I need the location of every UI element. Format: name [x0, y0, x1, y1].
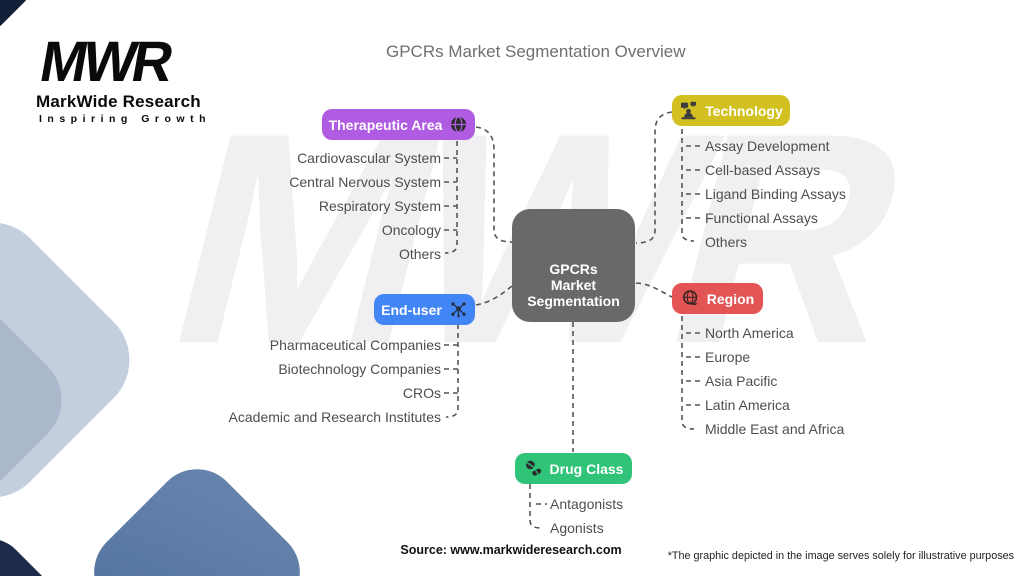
segment-item: Biotechnology Companies — [278, 361, 441, 377]
globe-icon — [449, 115, 468, 134]
connector-region-to-center — [635, 282, 673, 298]
region-items: North America Europe Asia Pacific Latin … — [705, 321, 844, 441]
node-region-label: Region — [706, 290, 755, 307]
node-technology: Technology — [672, 95, 790, 126]
connector-enduser-spine — [445, 324, 459, 418]
connector-technology-stubs — [682, 145, 700, 219]
connector-drugclass-spine — [529, 484, 542, 529]
segment-item: Respiratory System — [318, 198, 441, 214]
center-node-line: GPCRs — [549, 261, 598, 277]
segment-item: CROs — [402, 385, 441, 401]
disclaimer-text: *The graphic depicted in the image serve… — [667, 550, 1014, 562]
segment-item: Europe — [705, 349, 751, 365]
connector-technology-spine — [681, 129, 695, 242]
center-node-gpcrs-market-segmentation: GPCRs Market Segmentation — [512, 209, 635, 322]
node-therapeutic-area: Therapeutic Area — [322, 109, 475, 140]
connector-region-stubs — [682, 332, 700, 406]
connector-enduser-to-center — [475, 285, 513, 306]
segment-item: Functional Assays — [705, 210, 818, 226]
globe-route-icon — [681, 289, 700, 308]
node-technology-label: Technology — [705, 102, 783, 119]
workstation-icon — [679, 101, 698, 120]
segment-item: Middle East and Africa — [705, 421, 845, 437]
segment-item: Agonists — [550, 520, 604, 536]
segment-item: Others — [705, 234, 748, 250]
connector-enduser-stubs — [444, 344, 458, 394]
segment-item: North America — [705, 325, 794, 341]
drug-class-items: Antagonists Agonists — [550, 492, 623, 540]
pills-icon — [524, 459, 543, 478]
connector-therapeutic-spine — [444, 141, 458, 254]
page-title: GPCRs Market Segmentation Overview — [386, 42, 686, 61]
logo-tagline: Inspiring Growth — [39, 113, 211, 125]
segment-item: Ligand Binding Assays — [705, 186, 846, 202]
segment-item: Oncology — [381, 222, 441, 238]
node-drug-class-label: Drug Class — [549, 460, 624, 477]
segment-item: Central Nervous System — [289, 174, 441, 190]
therapeutic-area-items: Cardiovascular System Central Nervous Sy… — [289, 146, 441, 266]
segment-item: Cardiovascular System — [297, 150, 441, 166]
connector-therapeutic-stubs — [444, 157, 457, 231]
logo-monogram: MWR — [35, 28, 175, 94]
node-region: Region — [672, 283, 763, 314]
segment-item: Antagonists — [550, 496, 624, 512]
node-drug-class: Drug Class — [515, 453, 632, 484]
end-user-items: Pharmaceutical Companies Biotechnology C… — [229, 333, 441, 429]
segment-item: Academic and Research Institutes — [228, 409, 441, 425]
connector-therapeutic-to-center — [475, 126, 513, 243]
segment-item: Cell-based Assays — [705, 162, 821, 178]
node-end-user-label: End-user — [381, 301, 442, 318]
connector-region-spine — [681, 316, 695, 430]
segment-item: Pharmaceutical Companies — [269, 337, 441, 353]
segment-item: Asia Pacific — [705, 373, 778, 389]
technology-items: Assay Development Cell-based Assays Liga… — [705, 134, 846, 254]
logo-name: MarkWide Research — [36, 92, 201, 111]
node-therapeutic-area-label: Therapeutic Area — [328, 116, 443, 133]
segment-item: Latin America — [705, 397, 790, 413]
connector-technology-to-center — [635, 111, 673, 244]
source-text: Source: www.markwideresearch.com — [400, 543, 622, 557]
center-node-line: Segmentation — [527, 293, 620, 309]
markwide-logo: MWR MarkWide Research Inspiring Growth — [35, 29, 211, 125]
segment-item: Others — [398, 246, 441, 262]
segment-item: Assay Development — [705, 138, 830, 154]
network-icon — [449, 300, 468, 319]
node-end-user: End-user — [374, 294, 475, 325]
center-node-line: Market — [550, 277, 597, 293]
